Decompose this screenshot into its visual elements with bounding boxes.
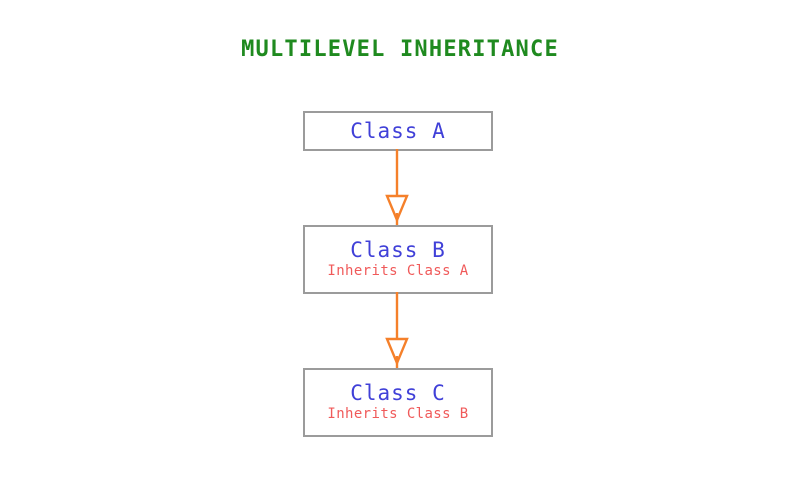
- class-box-a[interactable]: Class A: [303, 111, 493, 151]
- class-box-b[interactable]: Class B Inherits Class A: [303, 225, 493, 294]
- class-note-b: Inherits Class A: [327, 263, 469, 280]
- class-box-c[interactable]: Class C Inherits Class B: [303, 368, 493, 437]
- class-name-c: Class C: [350, 381, 446, 406]
- page-title: MULTILEVEL INHERITANCE: [241, 37, 559, 62]
- class-note-c: Inherits Class B: [327, 406, 469, 423]
- class-name-a: Class A: [350, 118, 446, 143]
- inheritance-arrow-a-to-b: [385, 149, 409, 225]
- class-name-b: Class B: [350, 238, 446, 263]
- inheritance-arrow-b-to-c: [385, 292, 409, 368]
